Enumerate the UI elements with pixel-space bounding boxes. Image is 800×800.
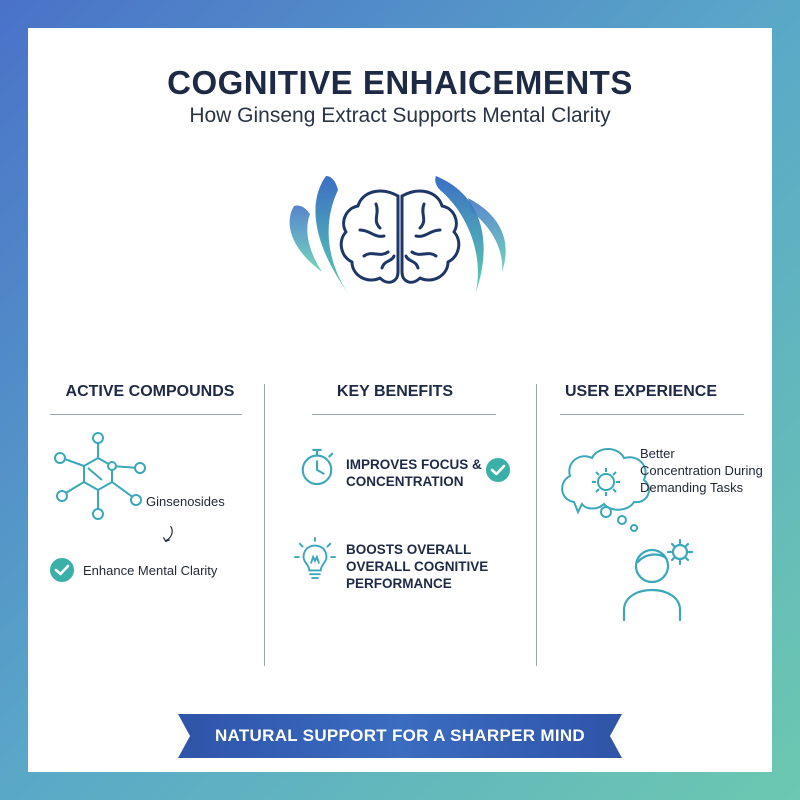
swoosh-right-small-icon xyxy=(468,198,506,272)
check-circle-icon xyxy=(50,558,74,582)
check-circle-icon xyxy=(486,458,510,482)
benefit-cognitive-line1: BOOSTS OVERALL xyxy=(346,542,472,557)
page-subtitle: How Ginseng Extract Supports Mental Clar… xyxy=(189,104,611,127)
experience-line1: Better xyxy=(640,446,675,461)
infographic-card: COGNITIVE ENHAICEMENTS How Ginseng Extra… xyxy=(28,28,772,772)
column-divider xyxy=(536,384,537,666)
experience-line2: Concentration During xyxy=(640,463,763,478)
banner-text: NATURAL SUPPORT FOR A SHARPER MIND xyxy=(214,726,586,745)
benefit-cognitive-line3: PERFORMANCE xyxy=(346,576,452,591)
heading-rule xyxy=(50,414,242,415)
heading-rule xyxy=(312,414,496,415)
benefit-focus-line2: CONCENTRATION xyxy=(346,474,464,489)
stopwatch-icon xyxy=(301,448,334,486)
benefit-focus-line1: IMPROVES FOCUS & xyxy=(346,457,482,472)
compound-label: Ginsenosides xyxy=(146,494,225,509)
heading-user-experience: USER EXPERIENCE xyxy=(564,383,718,400)
column-divider xyxy=(264,384,265,666)
molecule-icon xyxy=(54,432,146,520)
user-avatar-icon xyxy=(622,538,694,622)
lightbulb-icon xyxy=(294,536,336,579)
result-label: Enhance Mental Clarity xyxy=(83,563,218,578)
brain-icon xyxy=(289,176,506,296)
ribbon-banner xyxy=(178,714,622,758)
heading-active-compounds: ACTIVE COMPOUNDS xyxy=(65,383,235,400)
heading-rule xyxy=(560,414,744,415)
heading-key-benefits: KEY BENEFITS xyxy=(336,383,454,400)
thought-dots-icon xyxy=(600,506,638,532)
experience-line3: Demanding Tasks xyxy=(640,480,744,495)
benefit-cognitive-line2: OVERALL COGNITIVE xyxy=(346,559,489,574)
page-title: COGNITIVE ENHAICEMENTS xyxy=(167,64,633,101)
thought-bubble-gear-icon xyxy=(561,448,650,515)
swoosh-left-large-icon xyxy=(315,176,350,296)
swoosh-left-small-icon xyxy=(289,205,322,272)
curved-arrow-icon xyxy=(162,525,173,543)
